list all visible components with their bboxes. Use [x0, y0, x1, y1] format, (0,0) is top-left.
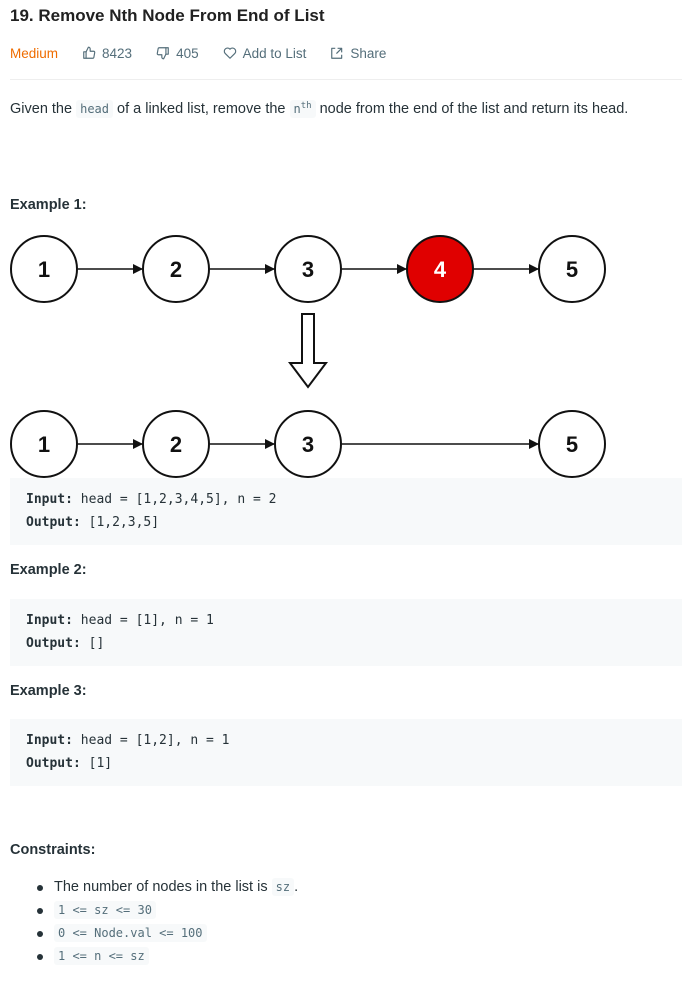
example-1-heading: Example 1:: [10, 197, 87, 213]
constraint-item: 0 <= Node.val <= 100: [37, 922, 682, 945]
example-1-output: [1,2,3,5]: [80, 515, 160, 530]
desc-text-1: Given the: [10, 101, 77, 117]
add-to-list-label: Add to List: [242, 45, 307, 61]
desc-text-3: node from the end of the list and return…: [315, 101, 629, 117]
example-1-input: head = [1,2,3,4,5], n = 2: [72, 492, 277, 507]
like-count: 8423: [102, 45, 133, 61]
transform-down-arrow: [288, 313, 328, 389]
top-node-5: 5: [538, 235, 606, 303]
input-label: Input:: [26, 613, 73, 628]
top-node-1: 1: [10, 235, 78, 303]
bottom-node-2-label: 2: [170, 432, 182, 457]
bottom-node-5: 5: [538, 410, 606, 478]
bottom-node-3-label: 3: [302, 432, 314, 457]
bottom-node-3: 3: [274, 410, 342, 478]
example-3-input: head = [1,2], n = 1: [72, 733, 230, 748]
example-3-input-line: Input: head = [1,2], n = 1: [26, 729, 666, 752]
example-3-output-line: Output: [1]: [26, 752, 666, 775]
constraint-1-end: .: [294, 879, 299, 895]
output-label: Output:: [26, 636, 81, 651]
top-node-4-label: 4: [434, 257, 447, 282]
example-1-input-line: Input: head = [1,2,3,4,5], n = 2: [26, 488, 666, 511]
example-1-output-line: Output: [1,2,3,5]: [26, 511, 666, 534]
share-label: Share: [350, 45, 387, 61]
example-2-output: []: [80, 636, 105, 651]
problem-description: Given the head of a linked list, remove …: [10, 95, 682, 121]
code-n-letter: n: [293, 102, 301, 116]
header-divider: [10, 79, 682, 80]
problem-meta-bar: Medium 8423 405 Add to List: [10, 43, 410, 63]
code-n: nth: [289, 100, 316, 118]
constraint-1-text: The number of nodes in the list is: [54, 879, 272, 895]
example-3-code-block: Input: head = [1,2], n = 1 Output: [1]: [10, 719, 682, 786]
example-2-heading: Example 2:: [10, 562, 87, 578]
share-button[interactable]: Share: [330, 46, 386, 61]
constraint-item: 1 <= sz <= 30: [37, 899, 682, 922]
thumbs-up-icon: [83, 46, 96, 59]
code-sz: sz: [271, 878, 295, 896]
add-to-list-button[interactable]: Add to List: [223, 45, 307, 61]
desc-text-2: of a linked list, remove the: [113, 101, 290, 117]
constraint-3-code: 0 <= Node.val <= 100: [54, 924, 207, 942]
bottom-node-1: 1: [10, 410, 78, 478]
constraint-2-code: 1 <= sz <= 30: [54, 901, 156, 919]
superscript-th: th: [300, 101, 312, 111]
thumbs-down-icon: [156, 47, 169, 60]
top-node-2-label: 2: [170, 257, 182, 282]
example-2-input: head = [1], n = 1: [72, 613, 214, 628]
linked-list-diagram: 1 2 3 4 5 1 2: [10, 235, 606, 478]
example-3-output: [1]: [80, 756, 113, 771]
output-label: Output:: [26, 756, 81, 771]
top-node-2: 2: [142, 235, 210, 303]
constraints-heading: Constraints:: [10, 842, 96, 858]
bottom-node-5-label: 5: [566, 432, 578, 457]
top-node-1-label: 1: [38, 257, 50, 282]
constraints-list: The number of nodes in the list is sz. 1…: [10, 876, 682, 968]
constraint-4-code: 1 <= n <= sz: [54, 947, 149, 965]
example-1-code-block: Input: head = [1,2,3,4,5], n = 2 Output:…: [10, 478, 682, 545]
top-node-5-label: 5: [566, 257, 578, 282]
difficulty-badge: Medium: [10, 45, 59, 61]
top-node-4-removed: 4: [406, 235, 474, 303]
dislike-button[interactable]: 405: [156, 46, 199, 61]
input-label: Input:: [26, 733, 73, 748]
bottom-node-2: 2: [142, 410, 210, 478]
code-head: head: [76, 100, 113, 118]
example-2-code-block: Input: head = [1], n = 1 Output: []: [10, 599, 682, 666]
share-icon: [331, 47, 343, 59]
top-node-3-label: 3: [302, 257, 314, 282]
problem-title: 19. Remove Nth Node From End of List: [10, 6, 325, 25]
input-label: Input:: [26, 492, 73, 507]
constraint-item: 1 <= n <= sz: [37, 945, 682, 968]
output-label: Output:: [26, 515, 81, 530]
example-3-heading: Example 3:: [10, 683, 87, 699]
top-node-3: 3: [274, 235, 342, 303]
bottom-node-1-label: 1: [38, 432, 50, 457]
example-2-input-line: Input: head = [1], n = 1: [26, 609, 666, 632]
heart-icon: [223, 47, 236, 59]
example-2-output-line: Output: []: [26, 632, 666, 655]
like-button[interactable]: 8423: [82, 46, 132, 61]
constraint-item: The number of nodes in the list is sz.: [37, 876, 682, 899]
dislike-count: 405: [176, 45, 199, 61]
